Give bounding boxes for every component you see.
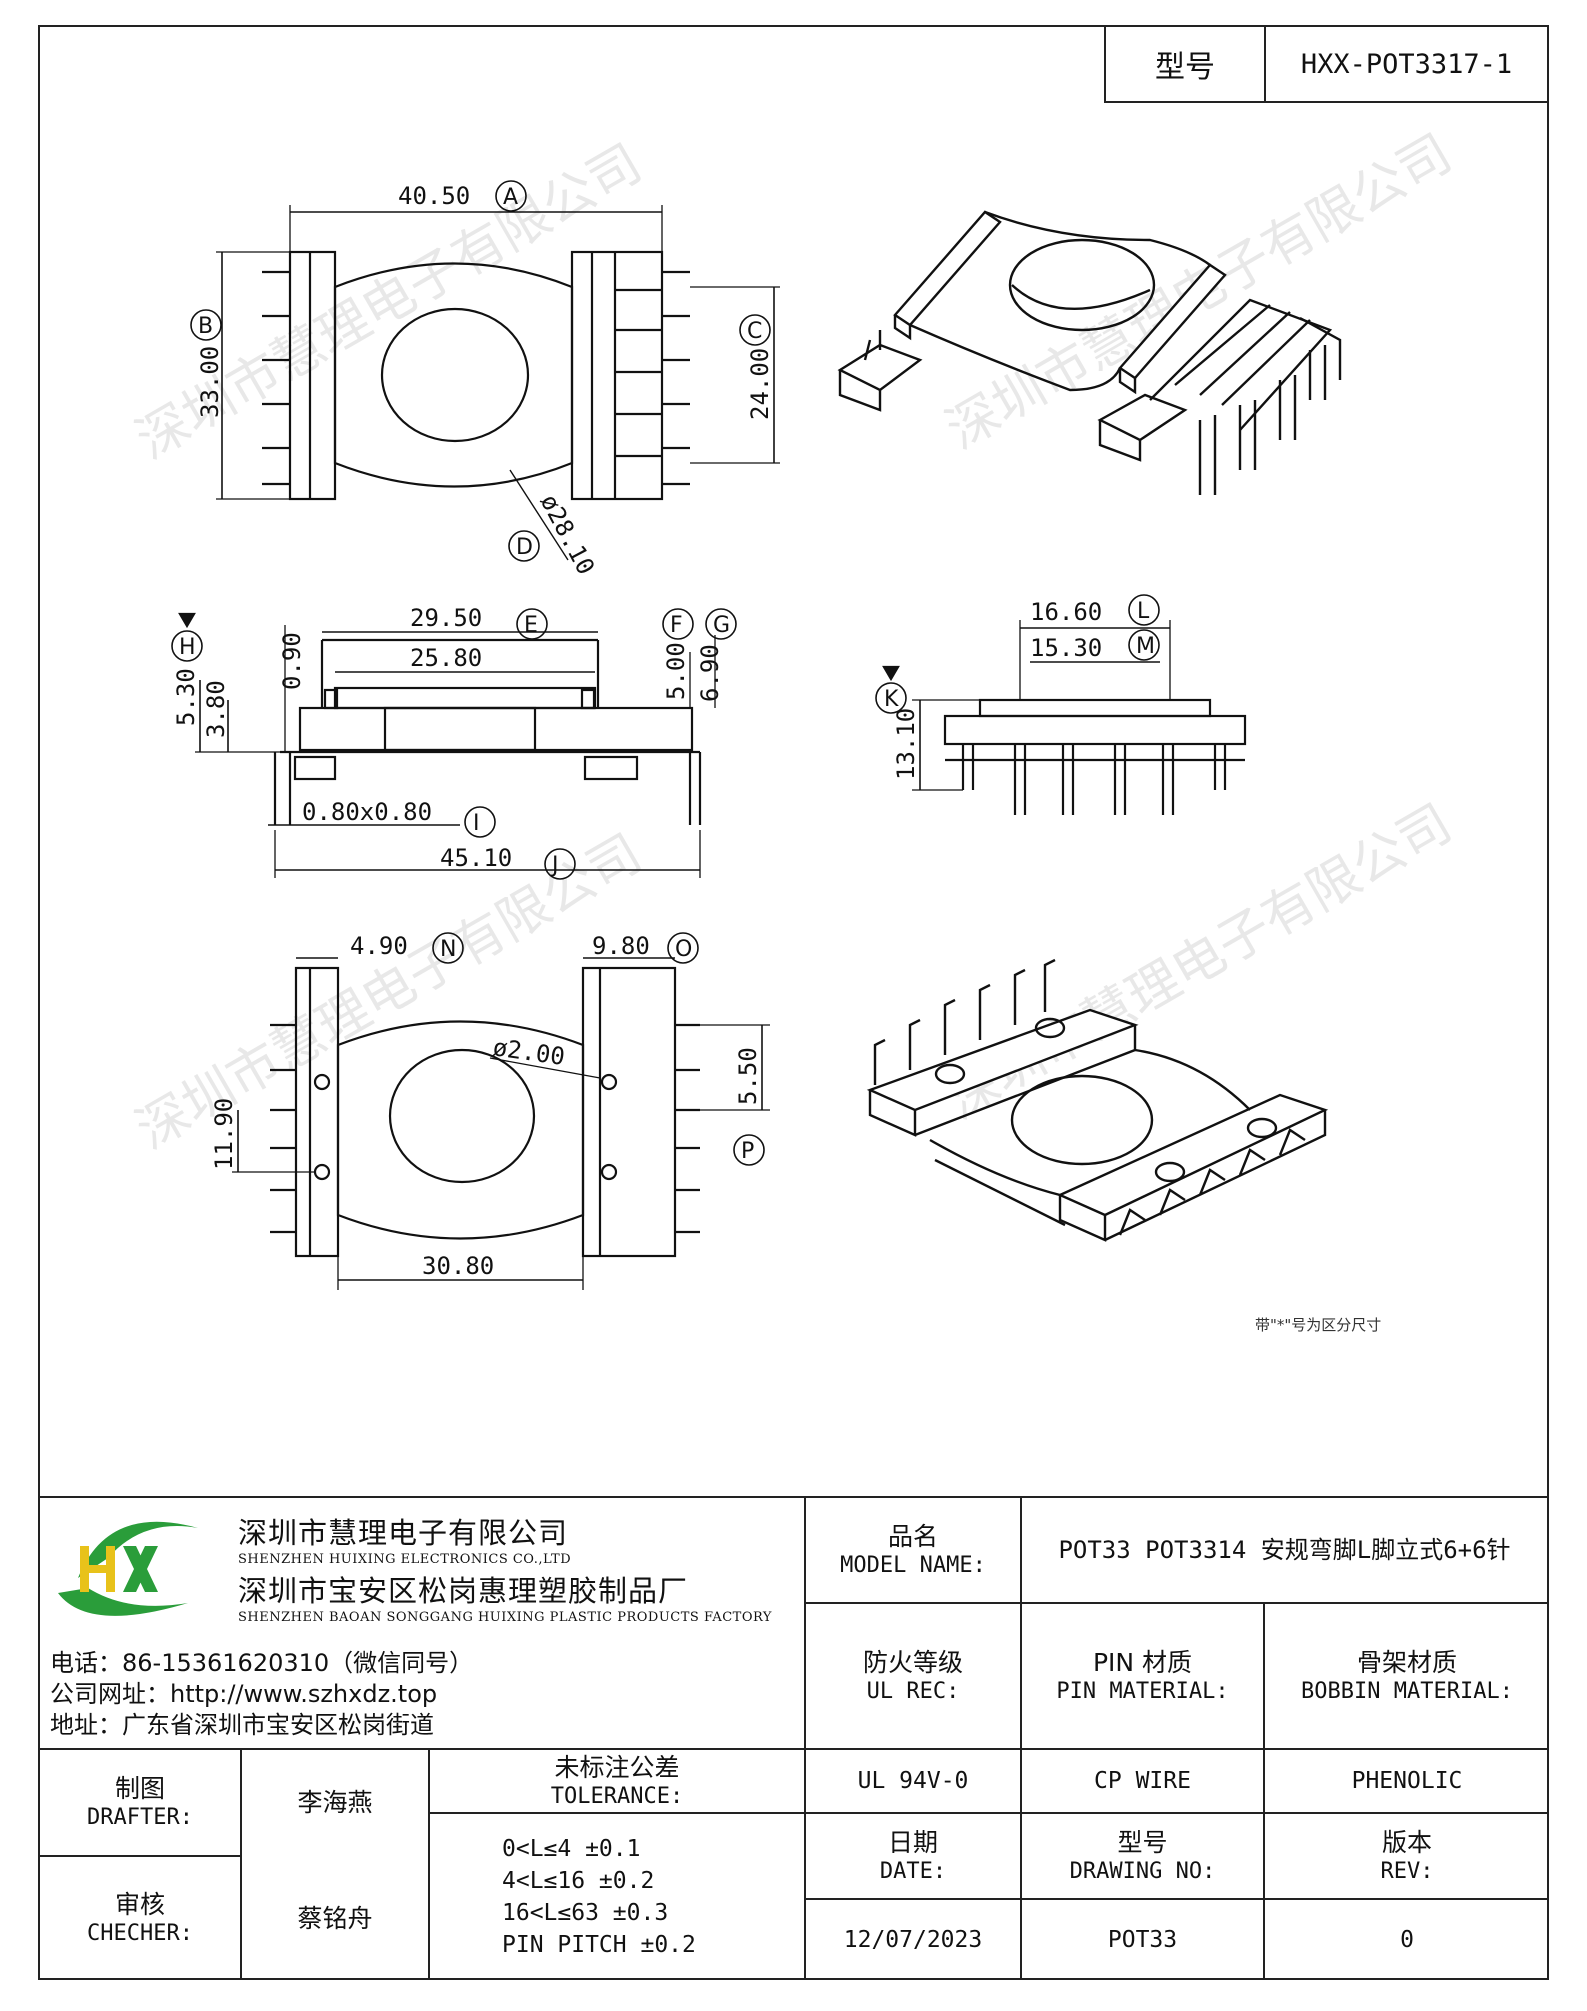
tolerance-row: 4<L≤16 ±0.2: [502, 1868, 655, 1894]
drawing-no-value: POT33: [1107, 1926, 1178, 1953]
tolerance-label: 未标注公差 TOLERANCE:: [550, 1752, 684, 1809]
callout-c: C: [747, 319, 762, 344]
callout-h: H: [179, 635, 196, 660]
bobbin-material-value: PHENOLIC: [1351, 1767, 1463, 1794]
date-label: 日期 DATE:: [879, 1827, 947, 1884]
callout-i: I: [473, 811, 480, 836]
company-info: 深圳市慧理电子有限公司 SHENZHEN HUIXING ELECTRONICS…: [48, 1508, 798, 1744]
callout-o: O: [675, 937, 692, 962]
dim-bottom-width: 30.80: [422, 1252, 494, 1280]
dim-g: 6.90: [696, 644, 724, 702]
callout-e: E: [524, 613, 538, 638]
checker-label: 审核 CHECHER:: [87, 1890, 193, 1947]
company-address: 地址：广东省深圳市宝安区松岗街道: [50, 1711, 434, 1739]
dim-j: 45.10: [440, 844, 512, 872]
dim-b: 33.00: [196, 346, 224, 418]
dim-h-top: 0.90: [278, 632, 306, 690]
dim-h: 5.30: [172, 668, 200, 726]
hx-logo-icon: [58, 1521, 198, 1616]
side-view: [171, 608, 737, 880]
callout-n: N: [440, 937, 456, 962]
model-number-box: 型号 HXX-POT3317-1: [1104, 25, 1549, 103]
company-phone: 电话：86-15361620310（微信同号）: [50, 1649, 474, 1677]
watermark-4: 深圳市慧理电子有限公司: [937, 793, 1462, 1131]
dim-e: 29.50: [410, 604, 482, 632]
title-block: [38, 1496, 1549, 1980]
end-view: [875, 594, 1247, 815]
top-view: [190, 180, 780, 562]
company-name-zh: 深圳市慧理电子有限公司: [238, 1516, 569, 1550]
pin-material-value: CP WIRE: [1094, 1767, 1191, 1794]
drafter-name: 李海燕: [297, 1787, 373, 1817]
callout-d: D: [516, 535, 533, 560]
callout-m: M: [1136, 634, 1155, 659]
checker-name: 蔡铭舟: [297, 1903, 373, 1933]
dim-i: 0.80x0.80: [302, 798, 432, 826]
date-value: 12/07/2023: [843, 1926, 983, 1953]
model-name-label: 品名 MODEL NAME:: [840, 1521, 986, 1578]
drafter-label: 制图 DRAFTER:: [87, 1774, 193, 1831]
callout-p: P: [741, 1139, 754, 1164]
callout-g: G: [713, 613, 730, 638]
drawing-no-label: 型号 DRAWING NO:: [1069, 1827, 1216, 1884]
factory-name-en: SHENZHEN BAOAN SONGGANG HUIXING PLASTIC …: [238, 1610, 772, 1625]
dim-h2: 3.80: [202, 680, 230, 738]
isometric-view-top: [837, 210, 1342, 495]
technical-drawing: 深圳市慧理电子有限公司 深圳市慧理电子有限公司 深圳市慧理电子有限公司 深圳市慧…: [127, 123, 1462, 1334]
dim-k: 13.10: [892, 708, 920, 780]
dim-f: 5.00: [662, 642, 690, 700]
callout-b: B: [198, 314, 213, 339]
company-website[interactable]: 公司网址：http://www.szhxdz.top: [50, 1680, 438, 1708]
model-value: HXX-POT3317-1: [1300, 48, 1513, 80]
dim-e-inner: 25.80: [410, 644, 482, 672]
callout-f: F: [670, 613, 683, 638]
tolerance-row: PIN PITCH ±0.2: [502, 1932, 696, 1958]
end-view-pins: [961, 744, 1227, 815]
model-name-value: POT33 POT3314 安规弯脚L脚立式6+6针: [1058, 1536, 1511, 1564]
callout-l: L: [1137, 599, 1150, 624]
rev-value: 0: [1400, 1926, 1414, 1953]
dim-hole: ø2.00: [491, 1033, 566, 1071]
tolerance-row: 16<L≤63 ±0.3: [502, 1900, 669, 1926]
dim-m: 15.30: [1030, 634, 1102, 662]
dim-d: ø28.10: [535, 490, 600, 580]
isometric-view-bottom: [866, 958, 1329, 1242]
tolerance-row: 0<L≤4 ±0.1: [502, 1836, 641, 1862]
model-label: 型号: [1106, 27, 1266, 101]
company-name-en: SHENZHEN HUIXING ELECTRONICS CO.,LTD: [238, 1552, 572, 1567]
dim-a: 40.50: [398, 182, 470, 210]
factory-name-zh: 深圳市宝安区松岗惠理塑胶制品厂: [238, 1574, 689, 1608]
distinguish-note: 带"*"号为区分尺寸: [1255, 1316, 1381, 1334]
bottom-view: [232, 932, 770, 1290]
tolerance-list: 0<L≤4 ±0.1 4<L≤16 ±0.2 16<L≤63 ±0.3 PIN …: [430, 1814, 804, 1980]
dim-p: 5.50: [734, 1047, 762, 1105]
dim-c: 24.00: [746, 348, 774, 420]
rev-label: 版本 REV:: [1380, 1827, 1434, 1884]
dim-n: 4.90: [350, 932, 408, 960]
watermarks: 深圳市慧理电子有限公司 深圳市慧理电子有限公司 深圳市慧理电子有限公司 深圳市慧…: [127, 123, 1462, 1161]
callout-a: A: [503, 185, 518, 210]
bobbin-material-label: 骨架材质 BOBBIN MATERIAL:: [1301, 1647, 1513, 1704]
dim-o: 9.80: [592, 932, 650, 960]
callout-j: J: [550, 853, 559, 878]
dim-l: 16.60: [1030, 598, 1102, 626]
callout-k: K: [884, 687, 899, 712]
ul-value: UL 94V-0: [857, 1767, 969, 1794]
dim-pin-span: 11.90: [210, 1098, 238, 1170]
pin-material-label: PIN 材质 PIN MATERIAL:: [1056, 1647, 1229, 1704]
ul-rec-label: 防火等级 UL REC:: [862, 1647, 963, 1704]
